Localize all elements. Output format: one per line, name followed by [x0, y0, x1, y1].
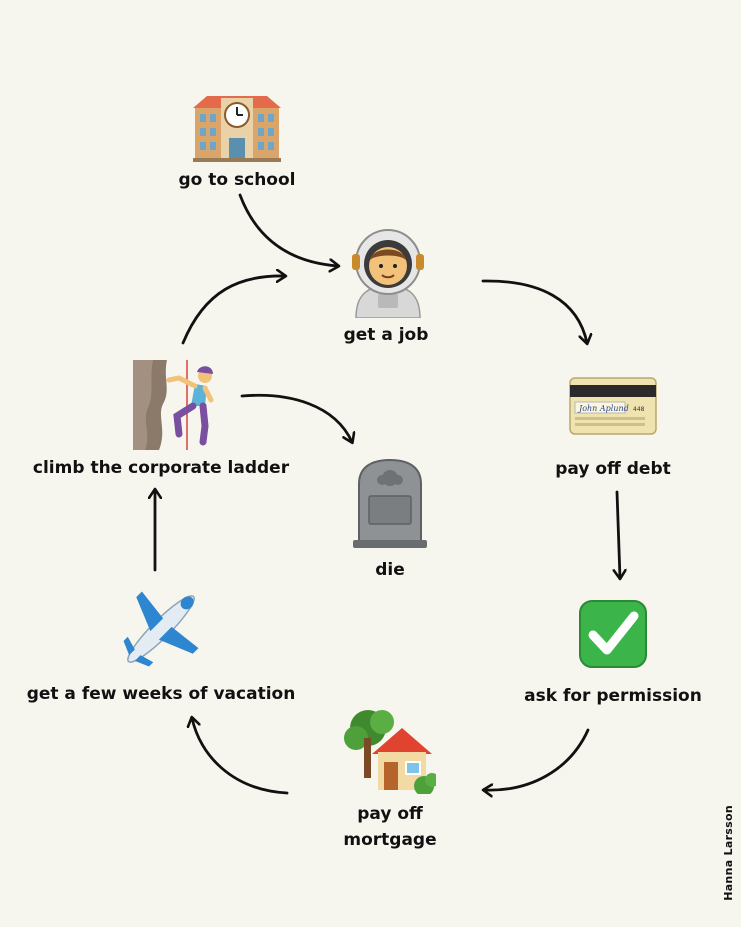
step-label-mortgage: pay off mortgage: [343, 801, 436, 853]
step-label-vacation: get a few weeks of vacation: [26, 684, 296, 704]
credit-card-icon: John Aplund 448: [569, 377, 657, 435]
step-label-job: get a job: [343, 325, 429, 345]
arrow-permission-to-mortgage: [484, 728, 590, 790]
arrow-mortgage-to-vacation: [192, 718, 289, 795]
step-label-ladder: climb the corporate ladder: [32, 458, 290, 478]
author-credit: Hanna Larsson: [722, 805, 735, 901]
check-mark-button-icon: [579, 600, 647, 668]
headstone-icon: [353, 458, 427, 548]
arrow-job-to-debt: [481, 279, 587, 343]
house-with-garden-icon: [344, 710, 436, 794]
step-label-permission: ask for permission: [524, 686, 702, 706]
climber-icon: [133, 360, 214, 450]
arrow-ladder-to-die: [240, 393, 352, 442]
arrow-debt-to-permission: [617, 490, 620, 578]
step-label-mortgage-line1: pay off: [357, 804, 423, 824]
airplane-icon: [123, 591, 199, 667]
step-label-debt: pay off debt: [555, 459, 671, 479]
astronaut-icon: [352, 229, 424, 318]
arrow-ladder-to-job: [181, 276, 285, 345]
svg-text:448: 448: [633, 406, 645, 413]
arrow-school-to-job: [238, 193, 338, 266]
step-label-school: go to school: [178, 170, 296, 190]
step-label-die: die: [375, 560, 405, 580]
school-building-icon: [193, 96, 281, 162]
step-label-mortgage-line2: mortgage: [343, 830, 437, 850]
svg-text:John Aplund: John Aplund: [577, 404, 629, 413]
